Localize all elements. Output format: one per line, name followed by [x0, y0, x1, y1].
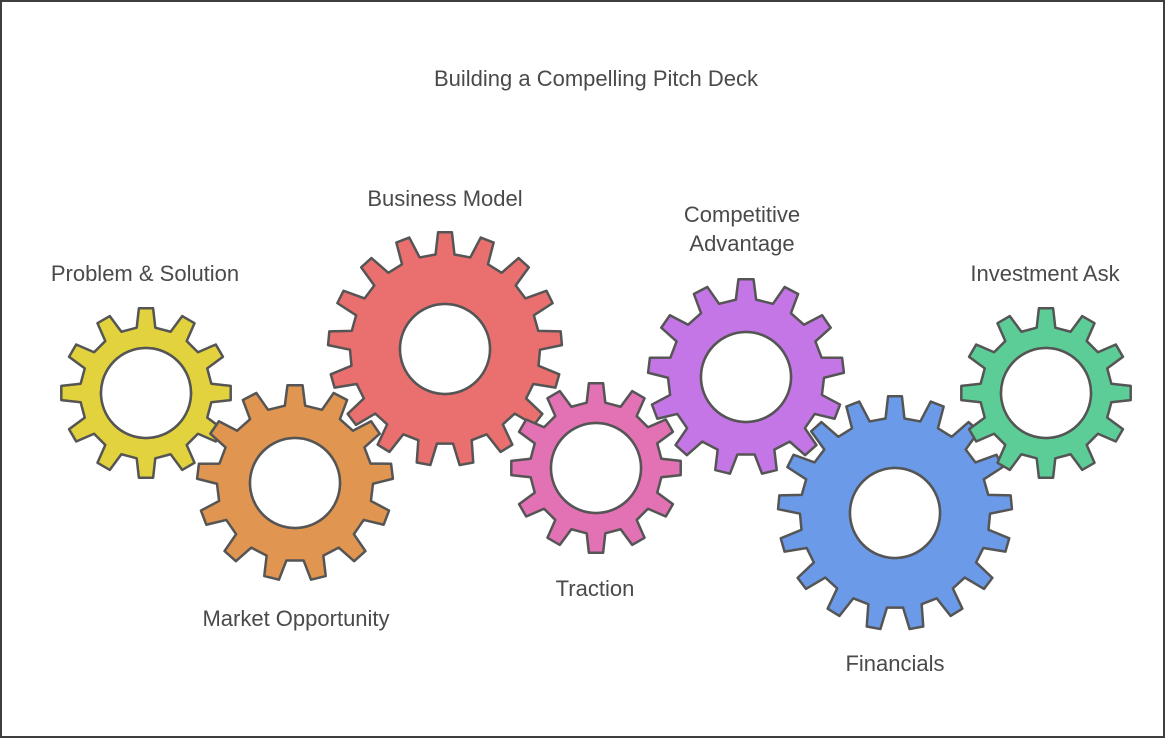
label-line: Advantage [689, 231, 795, 256]
label-competitive-advantage: Competitive Advantage [684, 200, 800, 258]
gear-market-opportunity [195, 384, 395, 581]
gear-competitive-advantage [646, 278, 846, 475]
gear-hole [99, 346, 193, 440]
gear-investment-ask [960, 307, 1132, 479]
label-business-model: Business Model [367, 186, 523, 211]
gear-hole [699, 330, 793, 424]
label-line: Competitive [683, 202, 801, 227]
gear-traction [510, 382, 682, 554]
label-market-opportunity: Market Opportunity [202, 606, 390, 631]
gear-problem-solution [60, 307, 232, 479]
label-problem-solution: Problem & Solution [50, 261, 240, 286]
gear-business-model [326, 230, 564, 467]
gear-hole [549, 421, 643, 515]
label-financials: Financials [845, 651, 945, 676]
gear-hole [398, 302, 492, 396]
label-investment-ask: Investment Ask [970, 261, 1120, 286]
diagram-title: Building a Compelling Pitch Deck [433, 66, 759, 91]
label-traction: Traction [555, 576, 635, 601]
gear-hole [248, 436, 342, 530]
gear-financials [776, 394, 1014, 631]
gear-hole [848, 466, 942, 560]
gear-hole [999, 346, 1093, 440]
